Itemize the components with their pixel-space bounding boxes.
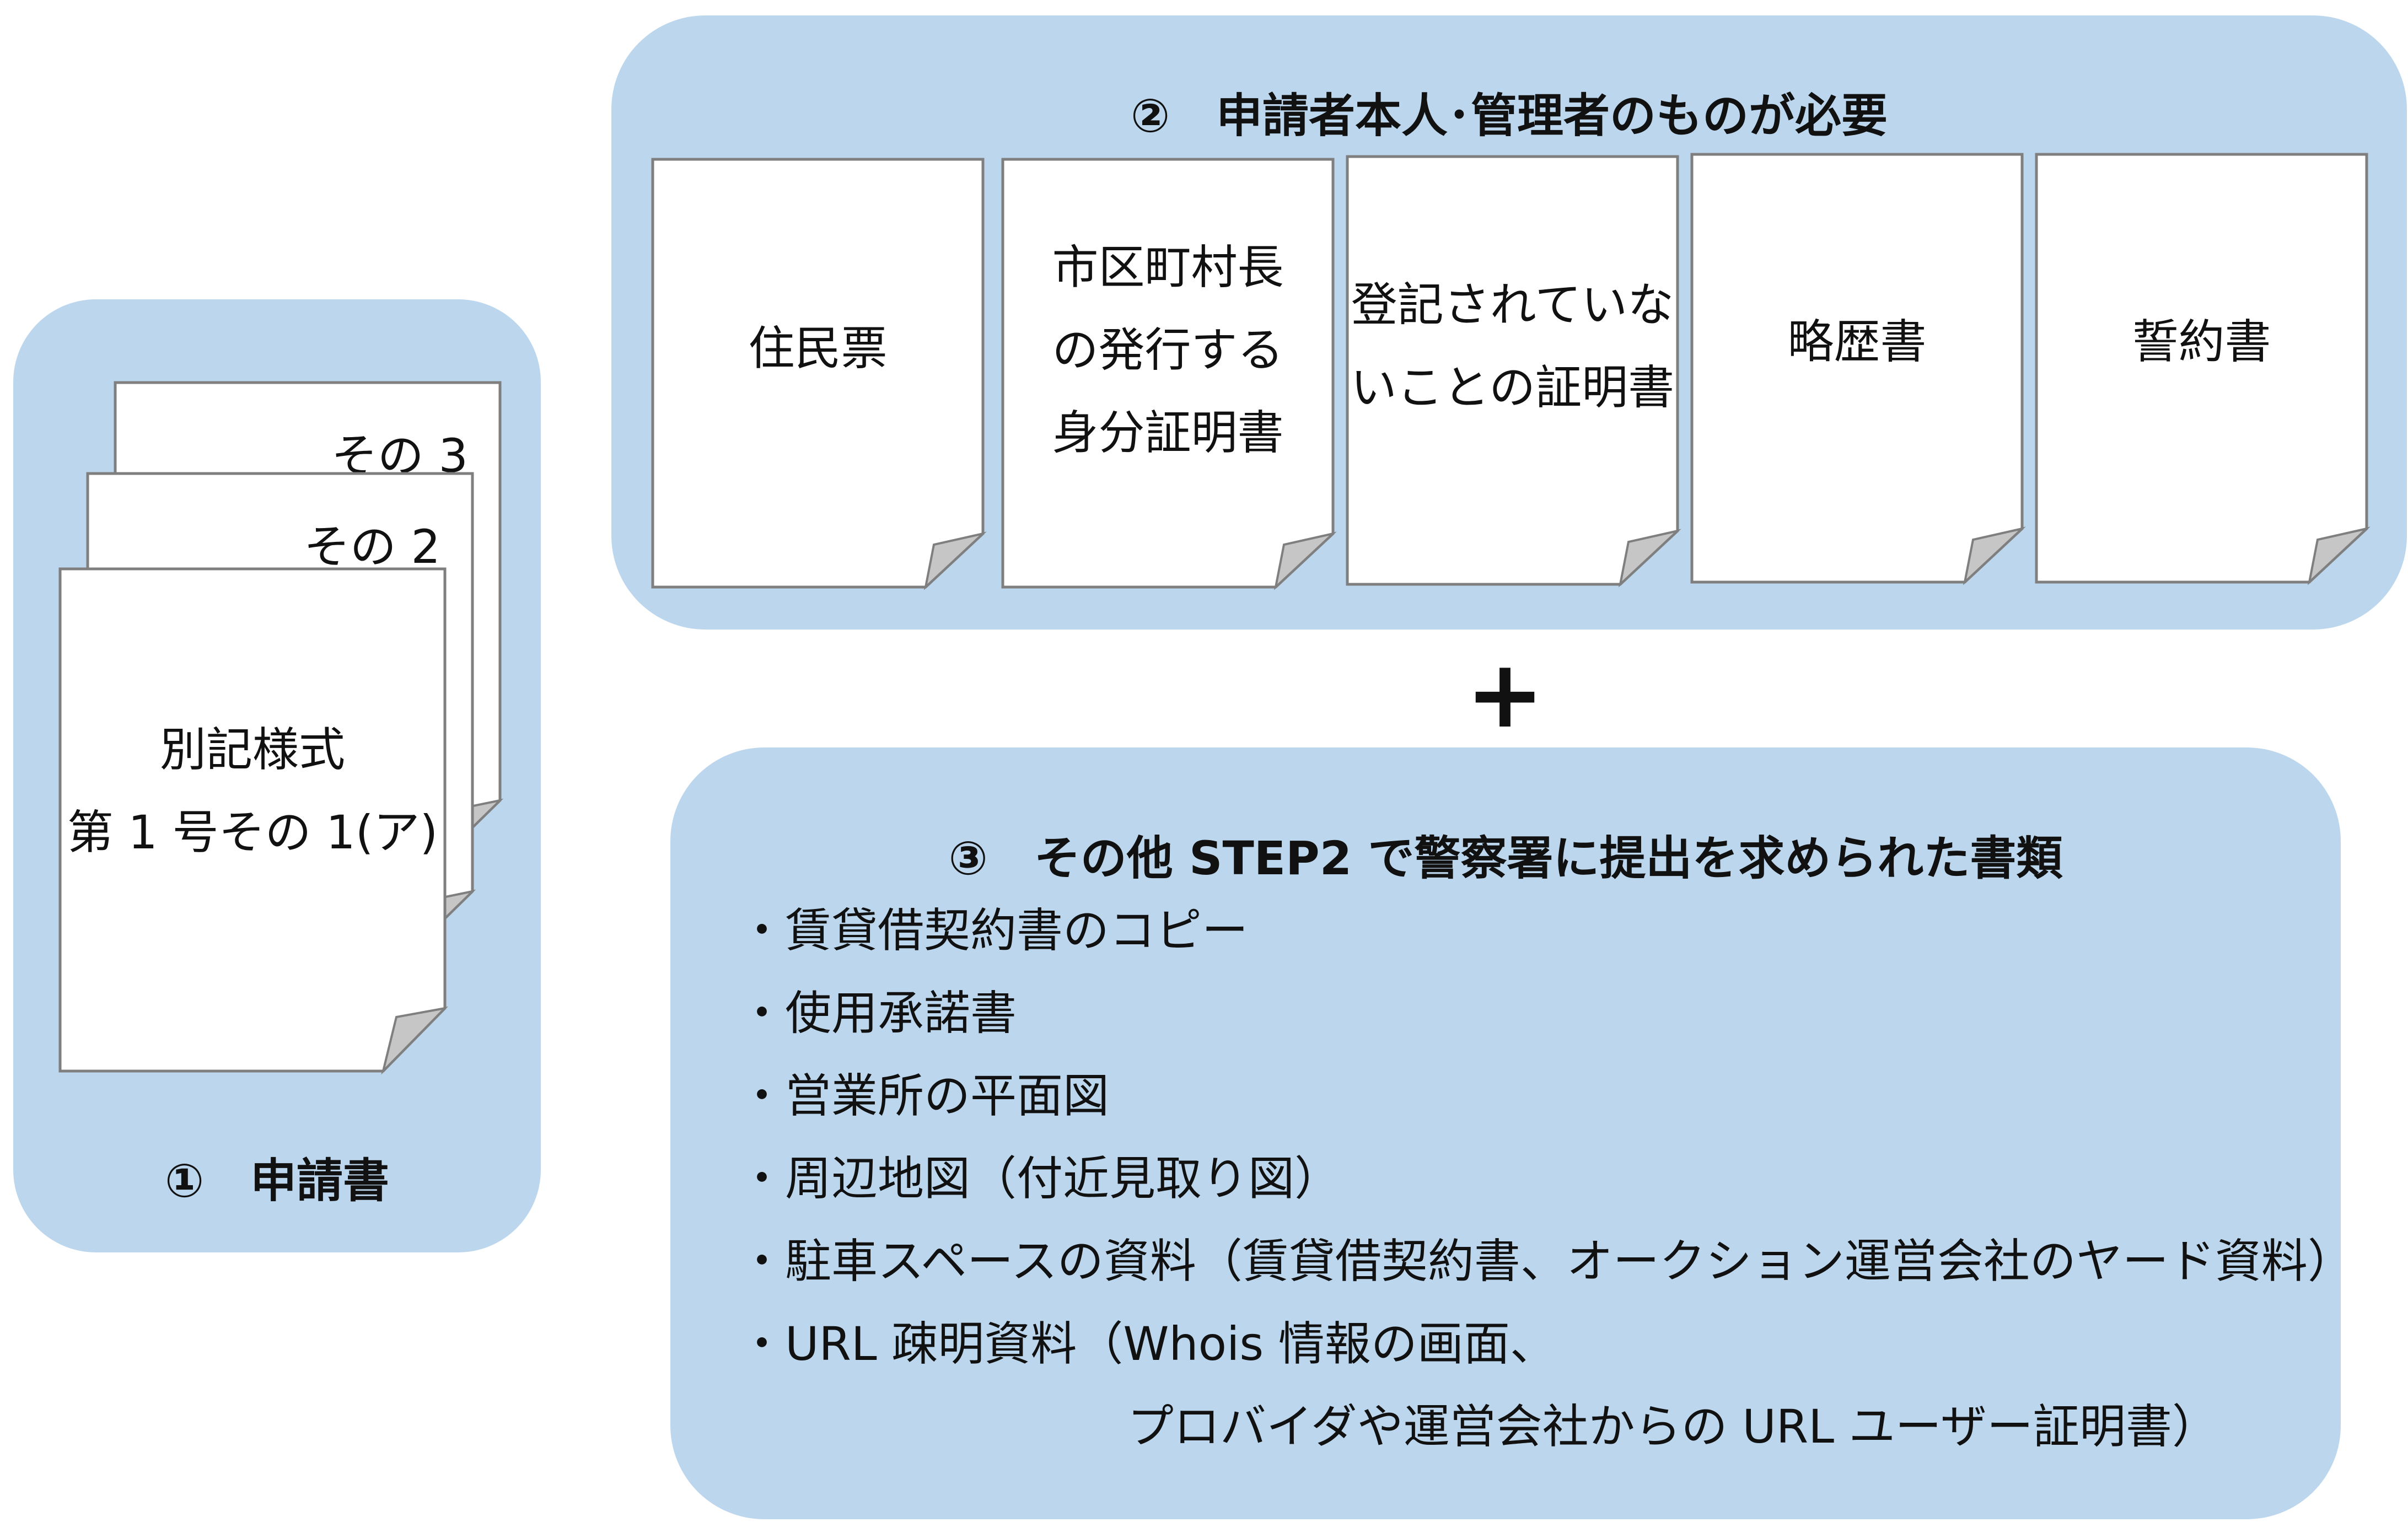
- document-label: 誓約書: [2132, 315, 2271, 369]
- list-item-url-docs: ・URL 疎明資料（Whois 情報の画面、: [739, 1317, 1556, 1371]
- panel3-title: ③ その他 STEP2 で警察署に提出を求められた書類: [948, 831, 2063, 885]
- document-shape: [651, 158, 987, 590]
- list-item-parking-docs: ・駐車スペースの資料（賃貸借契約書、オークション運営会社のヤード資料）: [739, 1234, 2354, 1288]
- list-item-consent: ・使用承諾書: [739, 986, 1017, 1040]
- document-label-line-1: 登記されていな: [1351, 278, 1674, 332]
- document-identity-certificate: 市区町村長 の発行する 身分証明書: [1001, 158, 1337, 590]
- document-label: 略歴書: [1787, 315, 1927, 369]
- document-label: 住民票: [748, 321, 888, 375]
- document-shape: [1001, 158, 1337, 590]
- document-pledge: 誓約書: [2035, 153, 2371, 585]
- front-sheet-line-1: 別記様式: [159, 723, 345, 777]
- sheet-2-label: その 2: [303, 520, 440, 574]
- sheet-1-shape: [58, 567, 448, 1075]
- document-label-line-2: の発行する: [1052, 323, 1284, 377]
- document-shape: [1690, 153, 2026, 585]
- list-item-floor-plan: ・営業所の平面図: [739, 1069, 1110, 1123]
- list-item-lease-copy: ・賃貸借契約書のコピー: [739, 903, 1249, 958]
- panel2-title: ② 申請者本人･管理者のものが必要: [1130, 89, 1888, 143]
- document-label-line-3: 身分証明書: [1052, 406, 1284, 460]
- plus-sign: +: [1465, 640, 1545, 749]
- sheet-1-front: 別記様式 第 1 号その 1(ア): [58, 567, 448, 1075]
- list-item-area-map: ・周辺地図（付近見取り図）: [739, 1152, 1341, 1206]
- document-label-line-2: いことの証明書: [1350, 361, 1675, 415]
- document-resume: 略歴書: [1690, 153, 2026, 585]
- panel1-title: ① 申請書: [164, 1154, 390, 1208]
- document-shape: [2035, 153, 2371, 585]
- list-item-url-docs-continued: プロバイダや運営会社からの URL ユーザー証明書）: [1127, 1400, 2219, 1454]
- document-residence-certificate: 住民票: [651, 158, 987, 590]
- document-label-line-1: 市区町村長: [1052, 240, 1284, 294]
- other-documents-panel: [670, 747, 2341, 1519]
- front-sheet-line-2: 第 1 号その 1(ア): [67, 805, 438, 859]
- document-non-registration-certificate: 登記されていな いことの証明書: [1346, 155, 1681, 588]
- document-shape: [1346, 155, 1681, 588]
